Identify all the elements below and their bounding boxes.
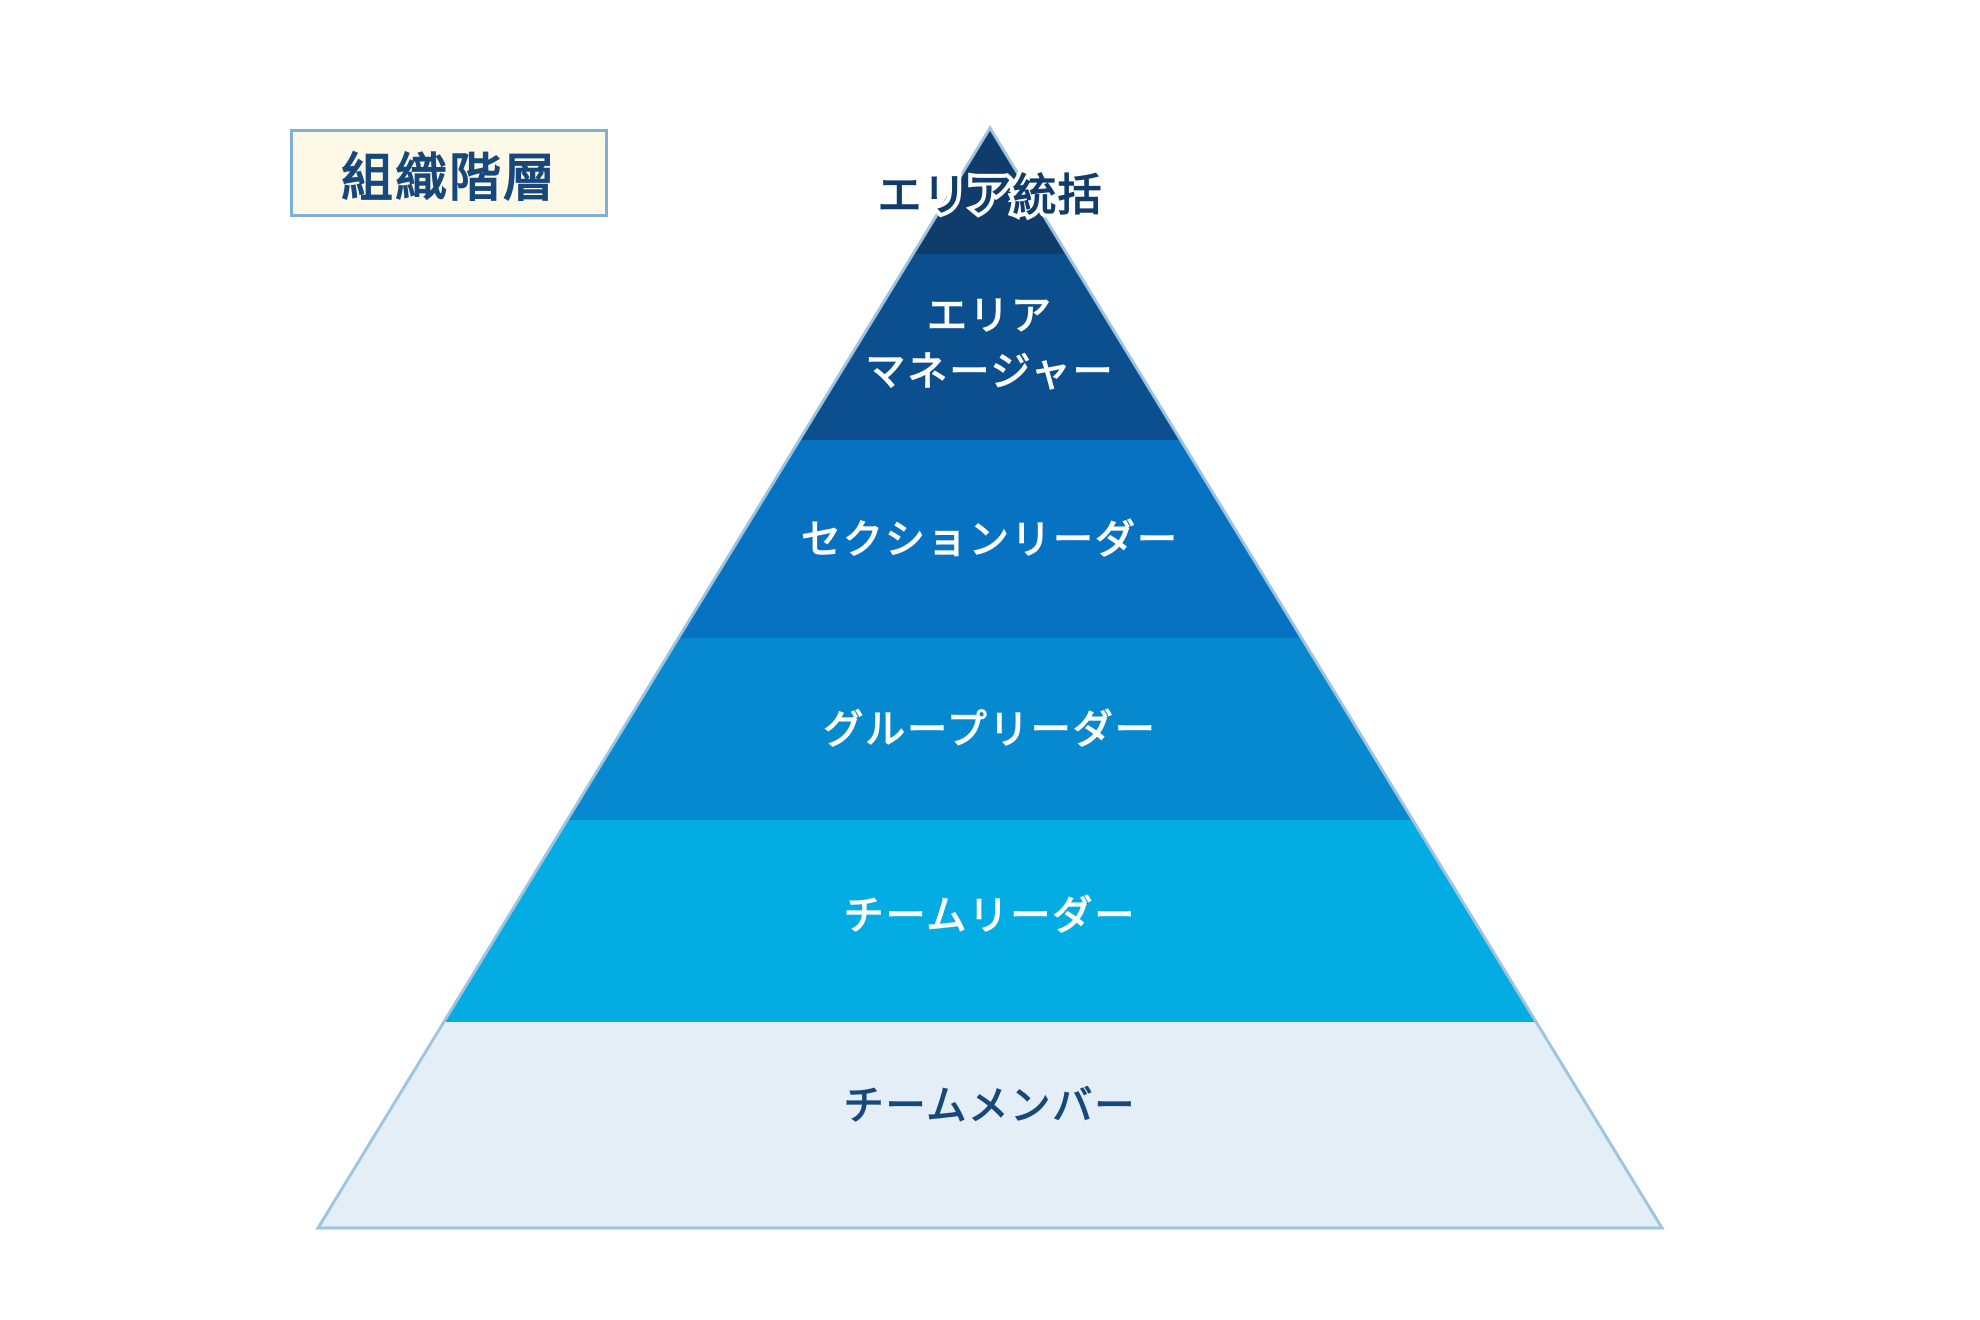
tier-team-leader-band	[443, 820, 1537, 1022]
tier-section-leader-label: セクションリーダー	[801, 517, 1179, 563]
tier-team-member-band	[318, 1022, 1662, 1228]
tier-area-manager-label-line2: マネージャー	[865, 349, 1114, 395]
tier-area-manager-label-line1: エリア	[927, 293, 1053, 339]
diagram-title: 組織階層	[340, 148, 557, 209]
tier-section-leader-band	[678, 440, 1302, 638]
title-box: 組織階層	[290, 129, 608, 217]
pyramid-outline	[315, 125, 1665, 1230]
tier-group-leader-label: グループリーダー	[823, 707, 1157, 753]
tier-team-member-label: チームメンバー	[844, 1083, 1137, 1129]
tier-area-director-band	[913, 128, 1067, 254]
tier-group-leader-band	[567, 638, 1413, 820]
tier-team-leader-label: チームリーダー	[844, 893, 1137, 939]
tier-area-director-label: エリア統括	[878, 170, 1103, 221]
tier-area-manager-band	[799, 254, 1181, 440]
